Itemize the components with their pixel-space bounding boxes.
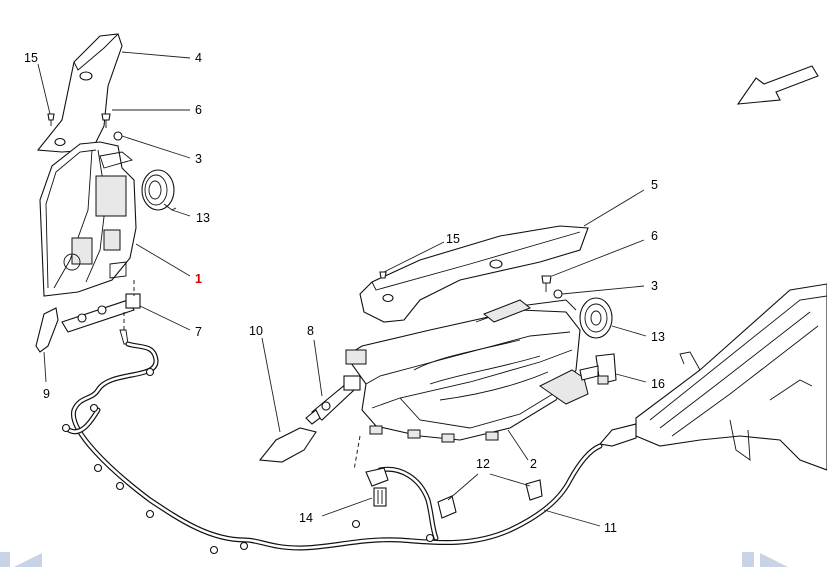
- next-page-icon[interactable]: [742, 552, 788, 567]
- headlamp-right-part-2: [345, 299, 589, 443]
- callout-3-right: 3: [651, 279, 658, 293]
- bracket-part-5: [359, 225, 589, 323]
- washer-nozzle-part-7: [61, 280, 141, 345]
- callout-15-right: 15: [446, 232, 460, 246]
- callout-13-left: 13: [196, 211, 210, 225]
- callout-11: 11: [604, 521, 617, 535]
- callout-10: 10: [249, 324, 263, 338]
- leader-lines: [37, 51, 647, 527]
- callout-9: 9: [43, 387, 50, 401]
- washer-nozzle-part-8: [305, 375, 361, 471]
- callout-6-right: 6: [651, 229, 658, 243]
- direction-arrow-icon: [736, 65, 819, 105]
- callout-6-left: 6: [195, 103, 202, 117]
- cap-part-13-left: [141, 169, 177, 211]
- bulb-part-16: [579, 353, 617, 385]
- connector-part-12: [437, 479, 543, 519]
- clip-part-6-right: [541, 275, 552, 292]
- callout-7: 7: [195, 325, 202, 339]
- connector-part-14: [365, 467, 389, 507]
- bracket-part-4: [36, 33, 123, 153]
- callout-14: 14: [299, 511, 313, 525]
- cover-part-9: [35, 307, 59, 353]
- callout-4: 4: [195, 51, 202, 65]
- headlamp-left-part-1: [39, 141, 137, 297]
- screw-part-15-right: [379, 271, 387, 279]
- callout-13-right: 13: [651, 330, 665, 344]
- callout-5: 5: [651, 178, 658, 192]
- prev-page-icon[interactable]: [0, 552, 42, 567]
- callout-3-left: 3: [195, 152, 202, 166]
- callouts: 15 4 6 3 13 1 7 9 10 8 5 15 6 3 13 16 2 …: [24, 51, 665, 535]
- washer-part-3-left: [113, 131, 123, 141]
- callout-8: 8: [307, 324, 314, 338]
- callout-2: 2: [530, 457, 537, 471]
- clip-part-6-left: [101, 113, 111, 128]
- washer-hose-part-11: [61, 341, 603, 555]
- callout-12: 12: [476, 457, 490, 471]
- washer-reservoir: [598, 283, 827, 471]
- cover-part-10: [258, 427, 317, 463]
- cap-part-13-right: [579, 297, 613, 339]
- washer-part-3-right: [553, 289, 563, 299]
- callout-1: 1: [195, 272, 202, 286]
- callout-15-left: 15: [24, 51, 38, 65]
- callout-16: 16: [651, 377, 665, 391]
- screw-part-15-left: [47, 113, 55, 126]
